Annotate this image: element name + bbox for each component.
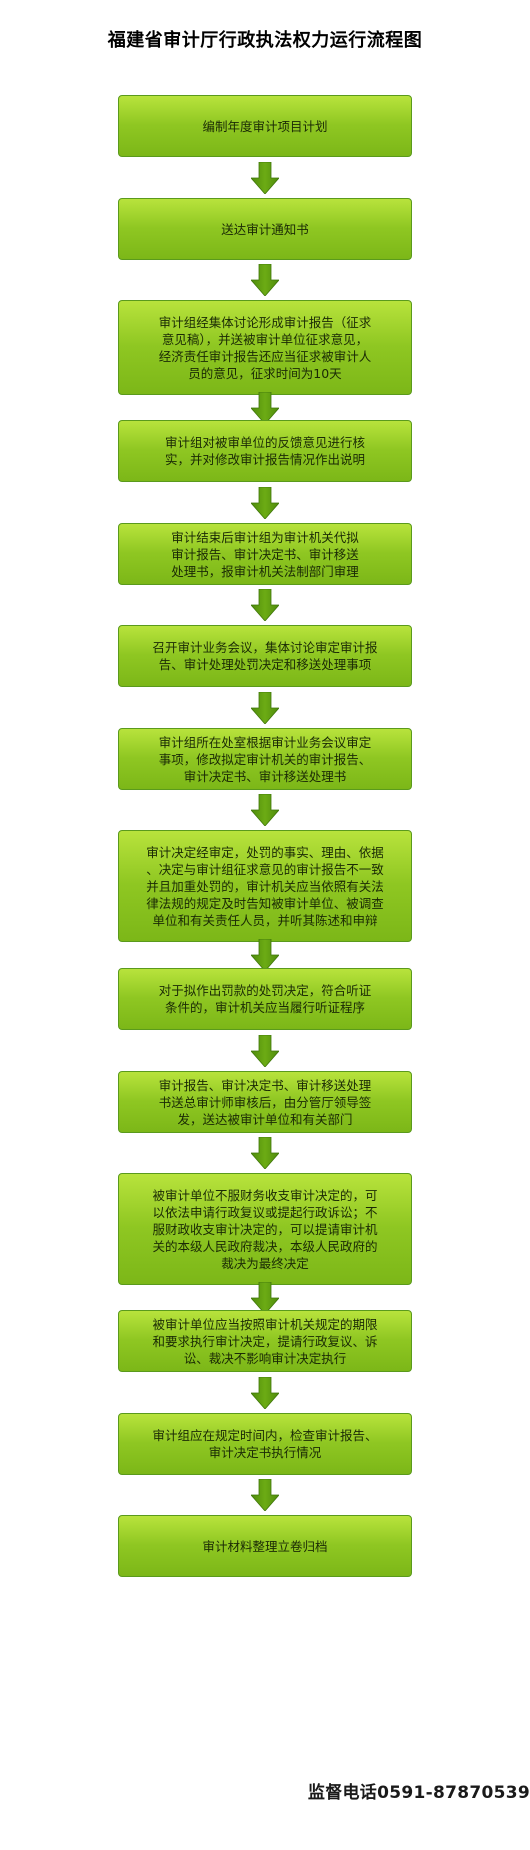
down-arrow-icon	[251, 1034, 279, 1067]
supervision-phone: 监督电话0591-87870539	[307, 1783, 530, 1803]
process-step-8: 审计决定经审定，处罚的事实、理由、依据 、决定与审计组征求意见的审计报告不一致 …	[118, 830, 412, 942]
down-arrow-icon	[251, 161, 279, 194]
down-arrow-icon	[251, 589, 279, 621]
down-arrow-icon	[251, 1479, 279, 1511]
process-step-6: 召开审计业务会议，集体讨论审定审计报 告、审计处理处罚决定和移送处理事项	[118, 625, 412, 687]
process-step-1: 编制年度审计项目计划	[118, 95, 412, 157]
process-step-2: 送达审计通知书	[118, 198, 412, 260]
down-arrow-icon	[251, 939, 279, 971]
process-step-9: 对于拟作出罚款的处罚决定，符合听证 条件的，审计机关应当履行听证程序	[118, 968, 412, 1030]
process-step-11: 被审计单位不服财务收支审计决定的，可 以依法申请行政复议或提起行政诉讼；不 服财…	[118, 1173, 412, 1285]
process-step-10: 审计报告、审计决定书、审计移送处理 书送总审计师审核后，由分管厅领导签 发，送达…	[118, 1071, 412, 1133]
down-arrow-icon	[251, 1376, 279, 1409]
down-arrow-icon	[251, 264, 279, 296]
process-step-13: 审计组应在规定时间内，检查审计报告、 审计决定书执行情况	[118, 1413, 412, 1475]
process-step-12: 被审计单位应当按照审计机关规定的期限 和要求执行审计决定，提请行政复议、诉 讼、…	[118, 1310, 412, 1372]
process-step-3: 审计组经集体讨论形成审计报告（征求 意见稿），并送被审计单位征求意见， 经济责任…	[118, 300, 412, 395]
process-step-7: 审计组所在处室根据审计业务会议审定 事项，修改拟定审计机关的审计报告、 审计决定…	[118, 728, 412, 790]
process-step-4: 审计组对被审单位的反馈意见进行核 实，并对修改审计报告情况作出说明	[118, 420, 412, 482]
page-title: 福建省审计厅行政执法权力运行流程图	[107, 30, 423, 51]
down-arrow-icon	[251, 691, 279, 724]
process-step-14: 审计材料整理立卷归档	[118, 1515, 412, 1577]
process-step-5: 审计结束后审计组为审计机关代拟 审计报告、审计决定书、审计移送 处理书，报审计机…	[118, 523, 412, 585]
down-arrow-icon	[251, 794, 279, 826]
down-arrow-icon	[251, 391, 279, 424]
down-arrow-icon	[251, 486, 279, 519]
down-arrow-icon	[251, 1281, 279, 1314]
down-arrow-icon	[251, 1137, 279, 1169]
